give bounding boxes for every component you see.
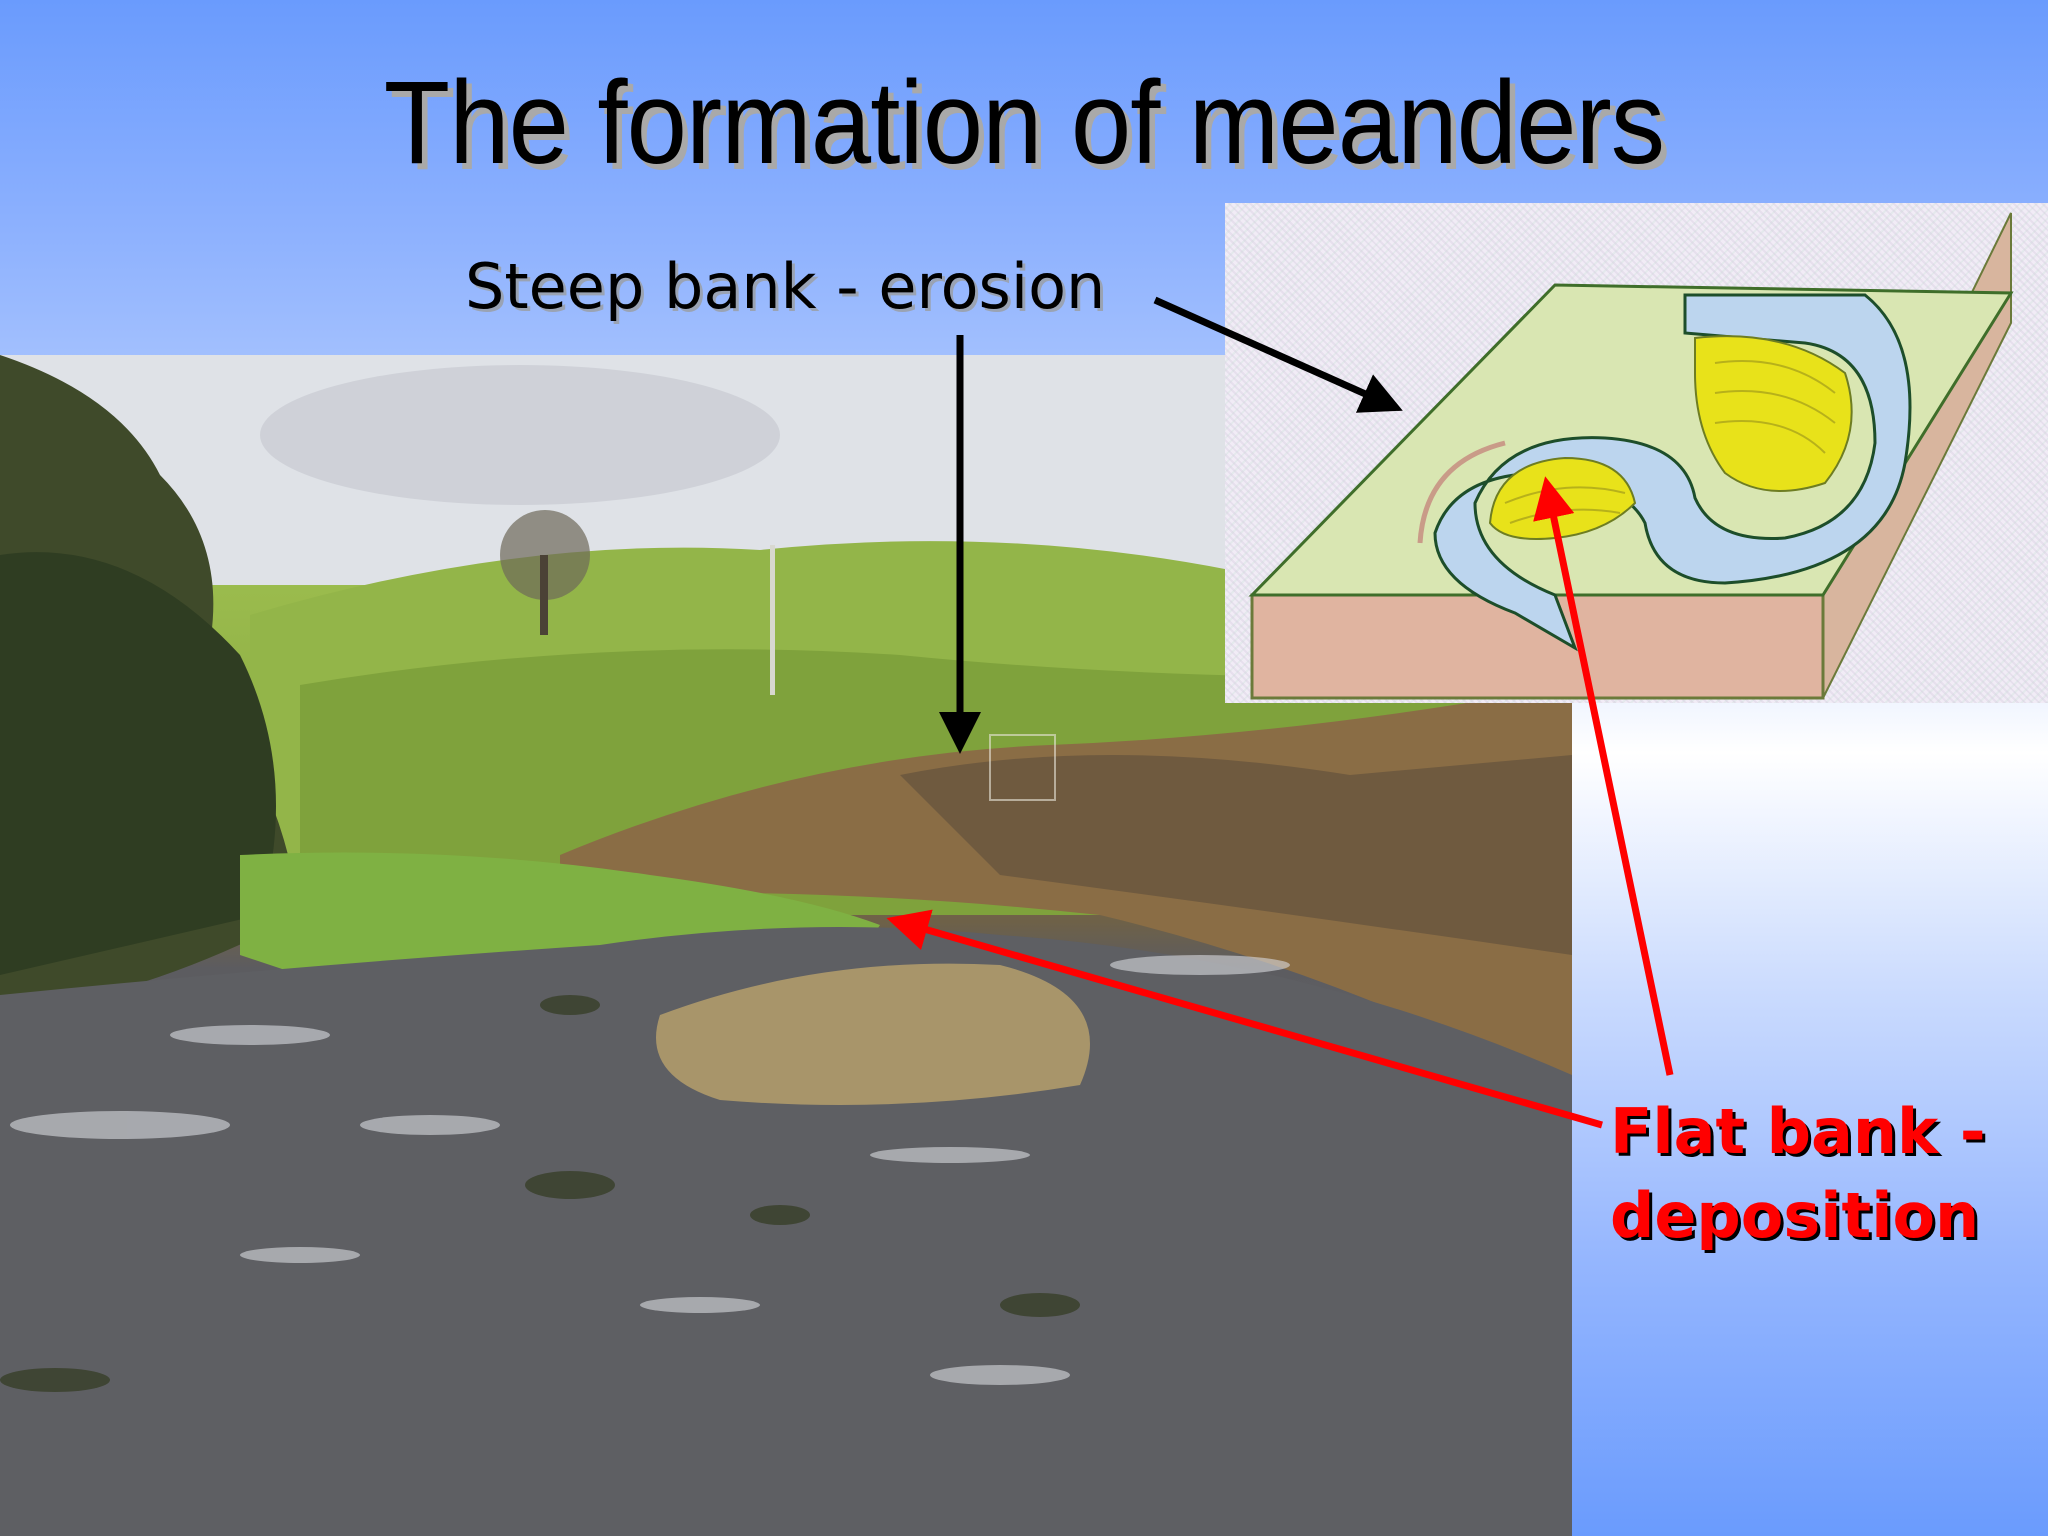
steep-bank-label: Steep bank - erosion (465, 250, 1106, 323)
flat-bank-label: Flat bank - deposition (1610, 1090, 1986, 1258)
slide-title: The formation of meanders (383, 57, 1665, 189)
flat-bank-label-line1: Flat bank - (1610, 1095, 1986, 1168)
flat-bank-label-line2: deposition (1610, 1179, 1980, 1252)
meander-diagram (1225, 203, 2048, 703)
meander-block-illustration (1248, 212, 2014, 700)
